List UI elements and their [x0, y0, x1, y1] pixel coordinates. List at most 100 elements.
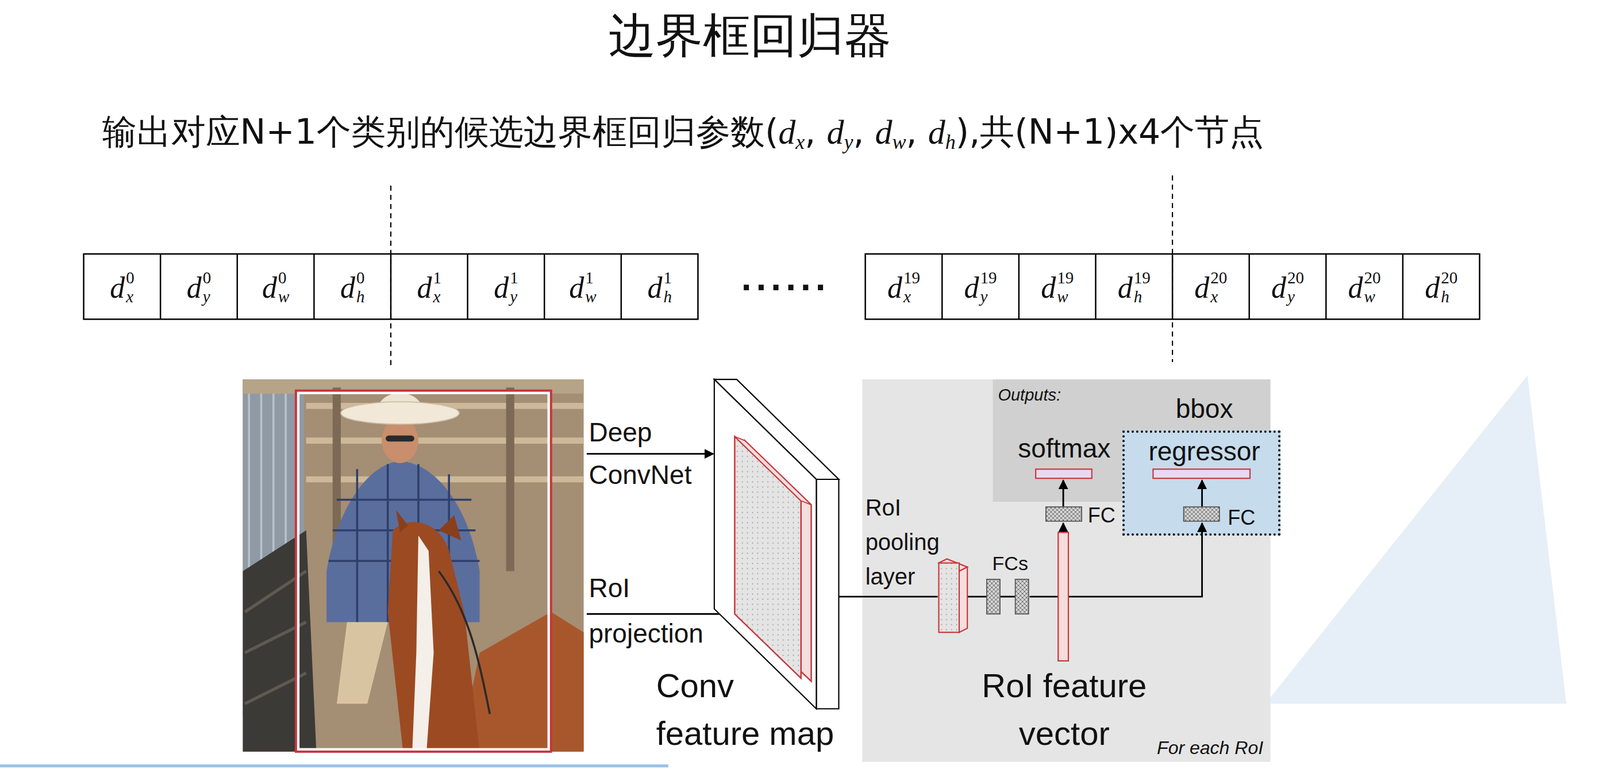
table-cell: dh20: [1424, 267, 1458, 306]
step-label: RoI: [588, 572, 630, 605]
table-cell: dy0: [186, 267, 212, 306]
superscript: 20: [1210, 270, 1228, 287]
subscript: y: [509, 289, 519, 306]
superscript: 19: [903, 270, 921, 287]
variable-letter: d: [1424, 271, 1440, 305]
photo-part: [243, 379, 584, 752]
table-cell-holder: dh20: [1424, 267, 1458, 306]
variable-letter: d: [262, 271, 278, 305]
index-stack: h19: [1133, 270, 1151, 306]
table-cell: dw0: [262, 267, 290, 306]
subscript: w: [278, 289, 290, 306]
variable-letter: d: [417, 271, 433, 305]
vector-table-part: [159, 254, 161, 320]
ellipsis-holder: ......: [741, 259, 831, 296]
vector-table-part: [543, 254, 545, 320]
subscript: y: [980, 289, 998, 306]
superscript: 20: [1287, 270, 1305, 287]
subscript: h: [356, 289, 365, 306]
pooling-layer-part: [959, 567, 968, 633]
superscript: 1: [509, 270, 519, 287]
table-cell-holder: dw19: [1040, 267, 1074, 306]
variable-letter: d: [964, 271, 980, 305]
table-cell: dy1: [493, 267, 519, 306]
vector-table-part: [1094, 254, 1096, 320]
table-cell-holder: dh19: [1117, 267, 1151, 306]
output-label: softmax: [1017, 433, 1111, 465]
table-cell: dx1: [417, 267, 442, 306]
subscript: x: [795, 130, 805, 154]
index-stack: y 20: [1287, 270, 1305, 306]
table-cell: dy20: [1271, 267, 1305, 306]
subscript: y: [1287, 289, 1305, 306]
index-stack: w19: [1056, 270, 1074, 306]
flow-line-part: [1029, 595, 1059, 598]
slide-title-holder: 边界框回归器: [608, 6, 892, 65]
superscript: 19: [980, 270, 998, 287]
ellipsis: ......: [741, 259, 831, 296]
layer-label-holder: RoI pooling layer: [865, 490, 952, 594]
table-cell-holder: dw20: [1348, 267, 1382, 306]
feature-map-part: [734, 436, 801, 679]
photo-part: [336, 621, 388, 704]
superscript: 0: [125, 270, 135, 287]
table-cell-holder: dh1: [647, 267, 672, 306]
subscript: w: [585, 289, 596, 306]
superscript: 20: [1440, 270, 1458, 287]
step-label: Deep: [588, 416, 652, 449]
table-cell-holder: dx 0: [109, 267, 135, 306]
output-label-holder: bbox regressor: [1135, 387, 1274, 473]
table-cell-holder: dy20: [1271, 267, 1305, 306]
variable-letter: d: [1348, 271, 1364, 305]
index-stack: w20: [1364, 270, 1382, 306]
index-stack: x 19: [903, 270, 921, 306]
layer-label-holder: Conv feature map: [656, 661, 840, 757]
index-stack: h20: [1440, 270, 1458, 306]
subscript: x: [125, 289, 135, 306]
layer-label: FC: [1087, 502, 1116, 528]
flow-line-part: [1062, 480, 1065, 507]
table-cell: dy 19: [964, 267, 998, 306]
slide-subtitle: 输出对应N+1个类别的候选边界框回归参数(dx, dy, dw, dh),共(N…: [102, 110, 1265, 155]
table-cell-holder: dy0: [186, 267, 212, 306]
variable-letter: d: [1117, 271, 1133, 305]
variable-letter: d: [647, 271, 663, 305]
variable-letter: d: [109, 271, 125, 305]
layer-label-holder: RoI feature vector: [972, 661, 1157, 757]
index-stack: y1: [509, 270, 519, 306]
photo-part: [459, 612, 584, 752]
vector-bar: [1035, 468, 1250, 661]
table-cell: dw20: [1348, 267, 1382, 306]
vector-table-part: [1018, 254, 1020, 320]
step-label-holder: projection: [588, 617, 703, 650]
photo-part: [438, 571, 490, 714]
slide-subtitle-holder: 输出对应N+1个类别的候选边界框回归参数(dx, dy, dw, dh),共(N…: [102, 110, 1265, 155]
vector-bar-part: [1058, 532, 1069, 661]
table-cell-holder: dw1: [568, 267, 596, 306]
watermark-triangle: [1265, 375, 1567, 704]
subscript: y: [202, 289, 212, 306]
subscript: x: [903, 289, 921, 306]
vector-table-part: [1248, 254, 1250, 320]
subscript: x: [433, 289, 442, 306]
photo-part: [387, 521, 480, 752]
vector-table-part: [1325, 254, 1327, 320]
vector-bar-part: [1035, 468, 1092, 479]
flow-line-part: [1201, 480, 1203, 507]
variable-letter: d: [493, 271, 509, 305]
variable-letter: d: [186, 271, 202, 305]
subscript: h: [663, 289, 672, 306]
regressor-box: bbox regressorFC: [1122, 430, 1281, 536]
vector-table-part: [236, 254, 238, 320]
variable-letter: d: [778, 113, 796, 152]
fc-block-part: [1045, 506, 1082, 522]
slide-title: 边界框回归器: [608, 6, 892, 65]
variable-letter: d: [1194, 271, 1210, 305]
step-label-holder: RoI: [588, 572, 630, 605]
photo-part: [297, 391, 550, 750]
superscript: 19: [1133, 270, 1151, 287]
table-cell: dh19: [1117, 267, 1151, 306]
output-label: bbox regressor: [1135, 387, 1274, 473]
index-stack: h0: [356, 270, 365, 306]
